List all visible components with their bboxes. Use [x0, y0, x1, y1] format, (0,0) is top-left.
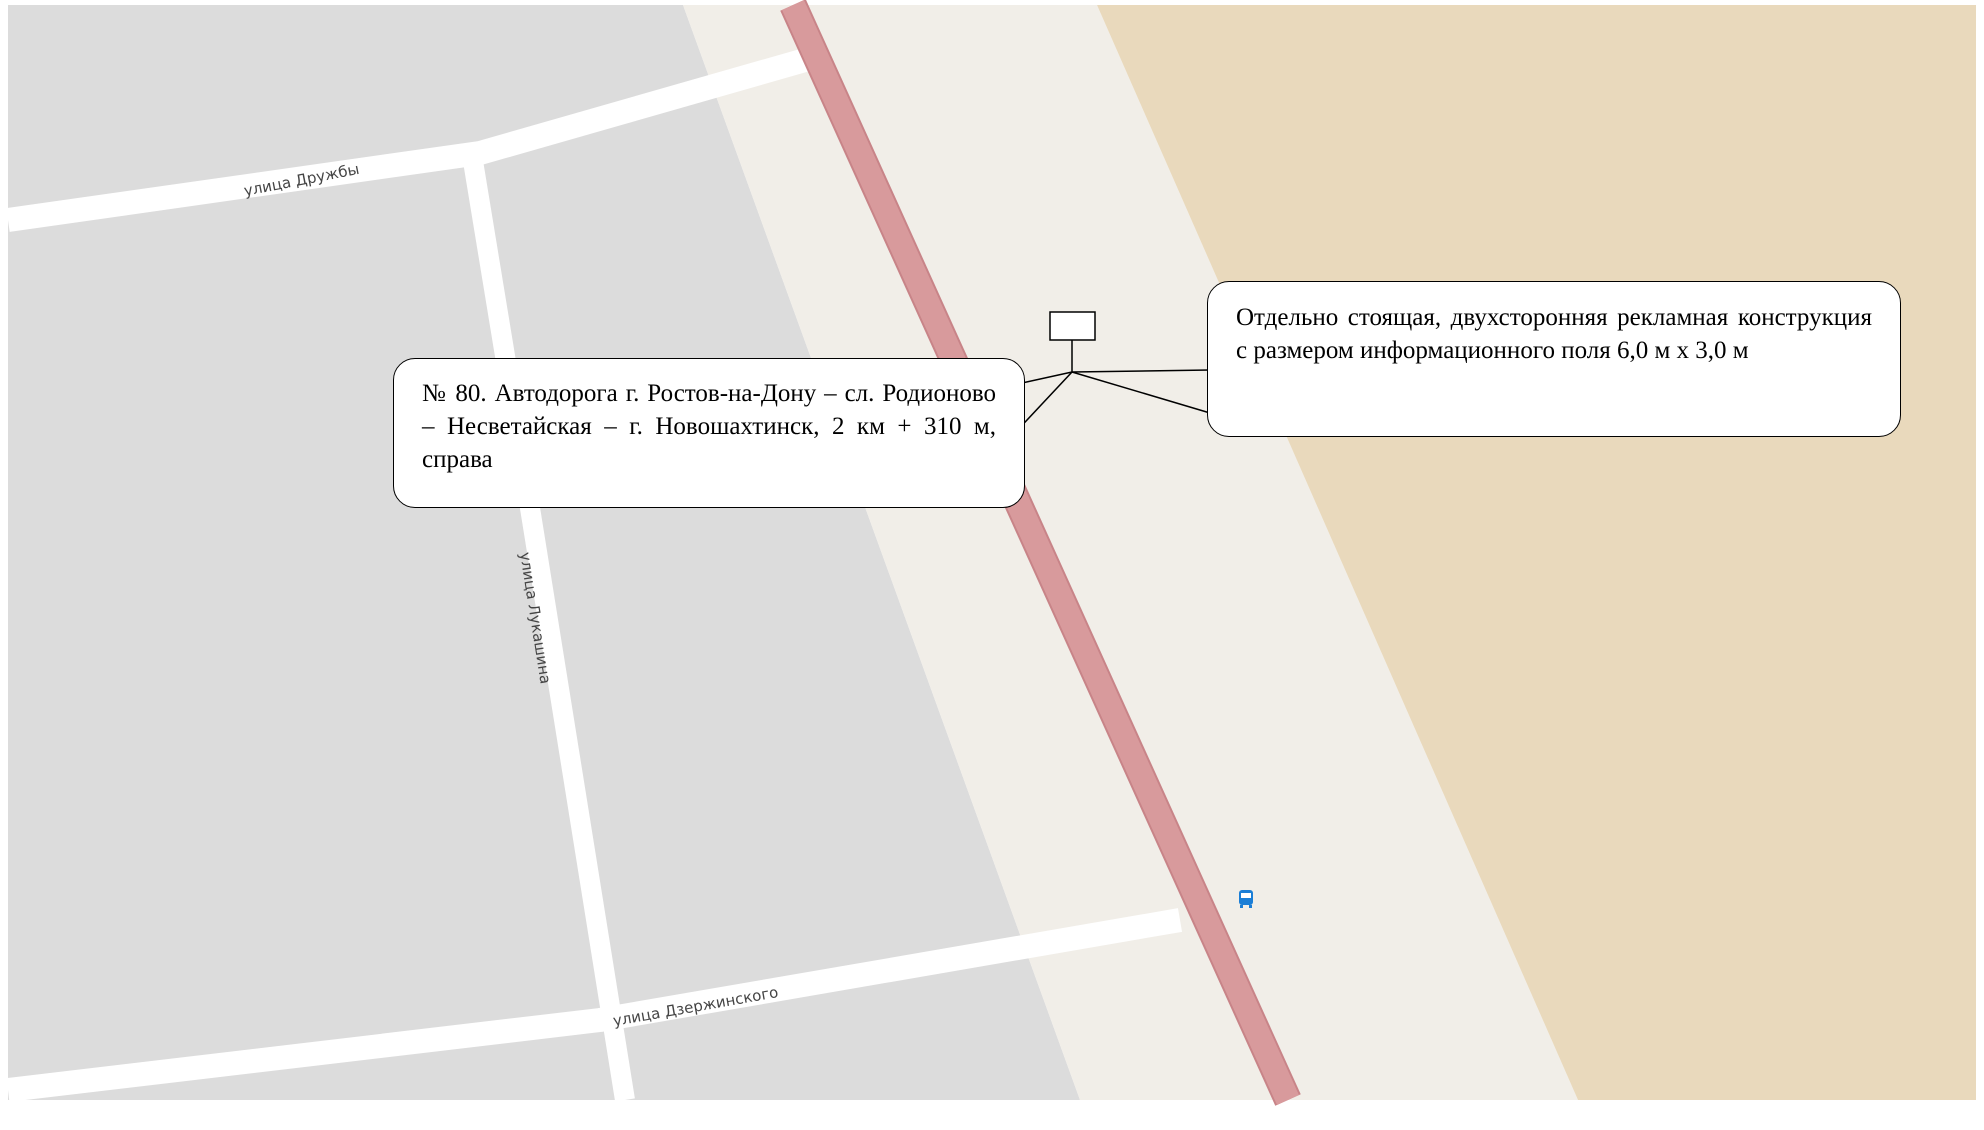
advertising-structure-marker[interactable]: [1049, 311, 1096, 372]
sand-area: [1097, 5, 1976, 1100]
street-dzerzhinskogo: [6, 908, 1183, 1102]
bus-stop-icon[interactable]: [1237, 889, 1255, 909]
callout-location-description: № 80. Автодорога г. Ростов-на-Дону – сл.…: [393, 358, 1025, 508]
callout-pointer-right: [1071, 369, 1211, 414]
highway-rostov-novoshakhtinsk: [780, 0, 1301, 1106]
callout-structure-description: Отдельно стоящая, двухсторонняя рекламна…: [1207, 281, 1901, 437]
street-lukashina: [462, 153, 635, 1102]
street-druzhby: [6, 48, 809, 232]
